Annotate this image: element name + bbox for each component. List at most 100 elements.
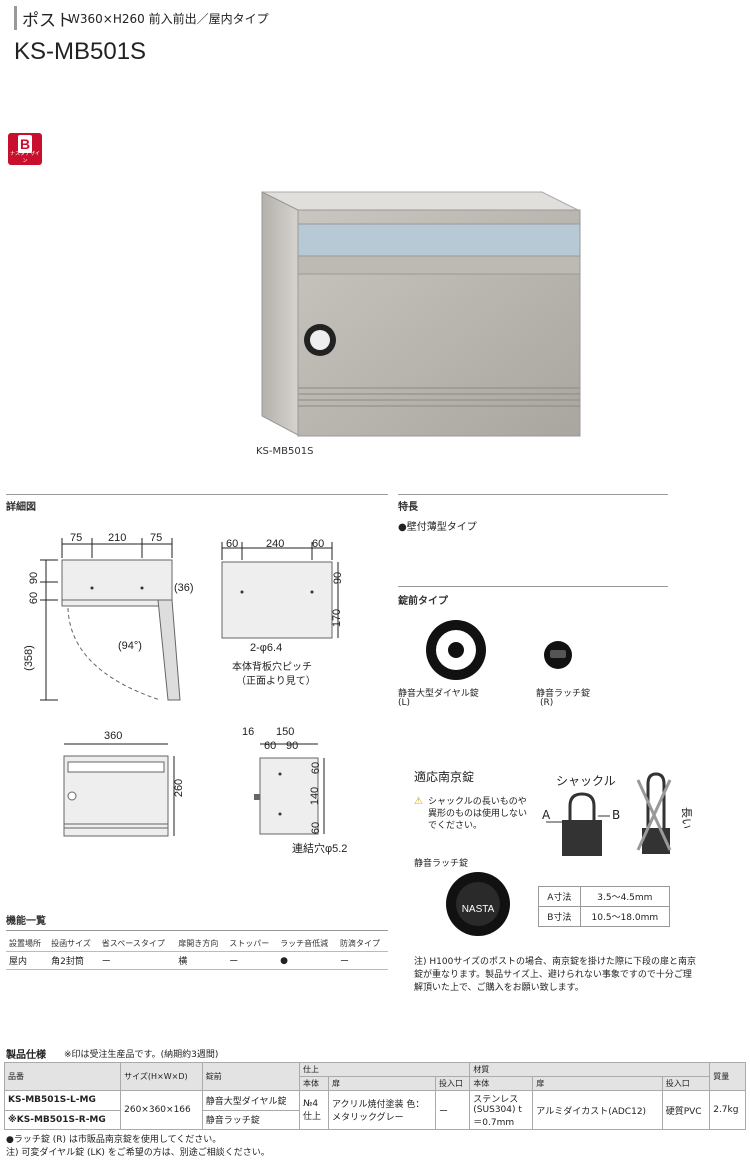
dim-back-60a: 60: [226, 538, 239, 550]
dim-side-150: 150: [276, 726, 295, 738]
ph-code: 品番: [3, 1062, 122, 1091]
product-weight: 2.7kg: [709, 1090, 746, 1130]
fr-4: ー: [226, 951, 278, 970]
dim-75b: 75: [150, 532, 163, 544]
padlock-title: 適応南京錠: [414, 770, 475, 784]
detail-title: 詳細図: [6, 502, 36, 513]
padlock-diagram: [546, 792, 610, 856]
fr-3: 横: [175, 951, 227, 970]
product-size: 260×360×166: [120, 1090, 203, 1130]
back-note-2: （正面より見て）: [236, 676, 316, 687]
fh-3: 扉開き方向: [175, 936, 227, 952]
fr-5: ●: [277, 951, 337, 970]
functions-table: 設置場所 投函サイズ 省スペースタイプ 扉開き方向 ストッパー ラッチ音低減 防…: [6, 936, 388, 970]
ph-slot: 投入口: [434, 1076, 471, 1091]
product-lock: 静音ラッチ錠: [201, 1109, 300, 1130]
brand-logo: B ナスタデザイン: [8, 133, 42, 165]
long-label: 長い: [680, 807, 693, 829]
dim-back-90: 90: [332, 571, 345, 585]
dim-b-name: B寸法: [538, 906, 581, 927]
product-row: KS-MB501S-L-MG 260×360×166 静音大型ダイヤル錠 №4仕…: [3, 1090, 746, 1130]
lock-type-r-code: (R): [540, 698, 554, 708]
fh-0: 設置場所: [6, 936, 49, 952]
warning-icon: ⚠: [414, 796, 423, 807]
latch-brand: NASTA: [462, 904, 495, 915]
detail-rule: [6, 494, 388, 495]
dim-75a: 75: [70, 532, 83, 544]
dim-side-r60a: 60: [310, 761, 323, 775]
product-mat-door: アルミダイカスト(ADC12): [532, 1090, 663, 1130]
lock-type-r-name: 静音ラッチ錠: [536, 689, 591, 699]
ph-slot2: 投入口: [661, 1076, 711, 1091]
dim-side-r60b: 60: [310, 821, 323, 835]
fr-6: ー: [336, 951, 388, 970]
ph-material: 材質: [469, 1062, 711, 1077]
lock-type-l-code: (L): [398, 698, 411, 708]
features-rule: [398, 494, 668, 495]
functions-title: 機能一覧: [6, 916, 46, 927]
dim-left-90: 90: [28, 571, 41, 585]
lock-rule: [398, 586, 668, 587]
ph-lock: 錠前: [201, 1062, 300, 1091]
dim-side-90: 90: [286, 740, 299, 752]
dim-side-16: 16: [242, 726, 255, 738]
dim-a-value: 3.5～4.5mm: [579, 886, 671, 907]
latch-lock-icon: [544, 641, 572, 669]
product-photo: [261, 191, 581, 437]
product-mat-slot: 硬質PVC: [661, 1090, 711, 1130]
dim-row-a: A寸法 3.5～4.5mm: [538, 886, 671, 907]
dim-left-60: 60: [28, 591, 41, 605]
ph-finish: 仕上: [298, 1062, 471, 1077]
dim-angle: (94°): [118, 640, 142, 652]
ph-size: サイズ(H×W×D): [120, 1062, 203, 1091]
dim-b-value: 10.5～18.0mm: [579, 906, 671, 927]
functions-row: 屋内 角2封筒 ー 横 ー ● ー: [6, 951, 388, 970]
product-code: ※KS-MB501S-R-MG: [3, 1109, 122, 1130]
products-header-row-2: 本体 扉 投入口 本体 扉 投入口: [5, 1076, 746, 1091]
dim-height-358: (358): [22, 645, 35, 671]
back-hole-label: 2-φ6.4: [250, 642, 283, 654]
fh-6: 防滴タイプ: [336, 936, 388, 952]
fh-4: ストッパー: [226, 936, 278, 952]
product-mat-body: ステンレス(SUS304) t＝0.7mm: [469, 1090, 534, 1130]
dim-side-r140: 140: [309, 786, 322, 806]
shackle-label: シャックル: [556, 774, 616, 788]
dim-210: 210: [108, 532, 127, 544]
front-drawing: [63, 743, 175, 837]
fh-1: 投函サイズ: [48, 936, 99, 952]
front-side-drawing: [40, 538, 181, 701]
dim-back-170: 170: [331, 608, 344, 628]
logo-text: ナスタデザイン: [9, 151, 40, 164]
dim-row-b: B寸法 10.5～18.0mm: [538, 906, 671, 927]
long-shackle-diagram: [636, 772, 672, 854]
fr-1: 角2封筒: [48, 951, 99, 970]
features-title: 特長: [398, 502, 418, 513]
fr-0: 屋内: [6, 951, 49, 970]
latch-label: 静音ラッチ錠: [414, 859, 469, 869]
ph-body2: 本体: [469, 1076, 534, 1091]
padlock-note: 注) H100サイズのポストの場合、南京錠を掛けた際に下段の扉と南京錠が重なりま…: [414, 957, 697, 993]
product-finish-slot: ー: [434, 1090, 471, 1130]
products-table: 品番 サイズ(H×W×D) 錠前 仕上 材質 質量 本体 扉 投入口 本体 扉 …: [3, 1062, 746, 1130]
product-finish-door: アクリル焼付塗装 色：メタリックグレー: [327, 1090, 436, 1130]
lock-type-l-name: 静音大型ダイヤル錠: [398, 689, 479, 699]
dim-back-60b: 60: [312, 538, 325, 550]
functions-header-row: 設置場所 投函サイズ 省スペースタイプ 扉開き方向 ストッパー ラッチ音低減 防…: [6, 936, 388, 952]
back-note-1: 本体背板穴ピッチ: [232, 662, 312, 673]
side-hole-label: 連結穴φ5.2: [292, 843, 348, 855]
logo-letter: B: [18, 135, 32, 153]
dim-a-name: A寸法: [538, 886, 581, 907]
ph-body: 本体: [298, 1076, 329, 1091]
fr-2: ー: [98, 951, 176, 970]
product-finish-body: №4仕上: [298, 1090, 329, 1130]
product-row: ※KS-MB501S-R-MG 静音ラッチ錠: [3, 1109, 746, 1130]
dim-front-height: 260: [173, 778, 186, 798]
ph-door: 扉: [327, 1076, 436, 1091]
spec-subtitle: W360×H260 前入前出／屋内タイプ: [68, 12, 269, 26]
dim-back-240: 240: [266, 538, 285, 550]
product-lock: 静音大型ダイヤル錠: [201, 1090, 300, 1111]
latch-lock-photo: NASTA: [446, 872, 510, 936]
footnote-1: ●ラッチ錠 (R) は市販品南京錠を使用してください。: [6, 1135, 222, 1145]
padlock-dim-table: A寸法 3.5～4.5mm B寸法 10.5～18.0mm: [538, 886, 671, 927]
dim-right-36: (36): [174, 582, 194, 594]
